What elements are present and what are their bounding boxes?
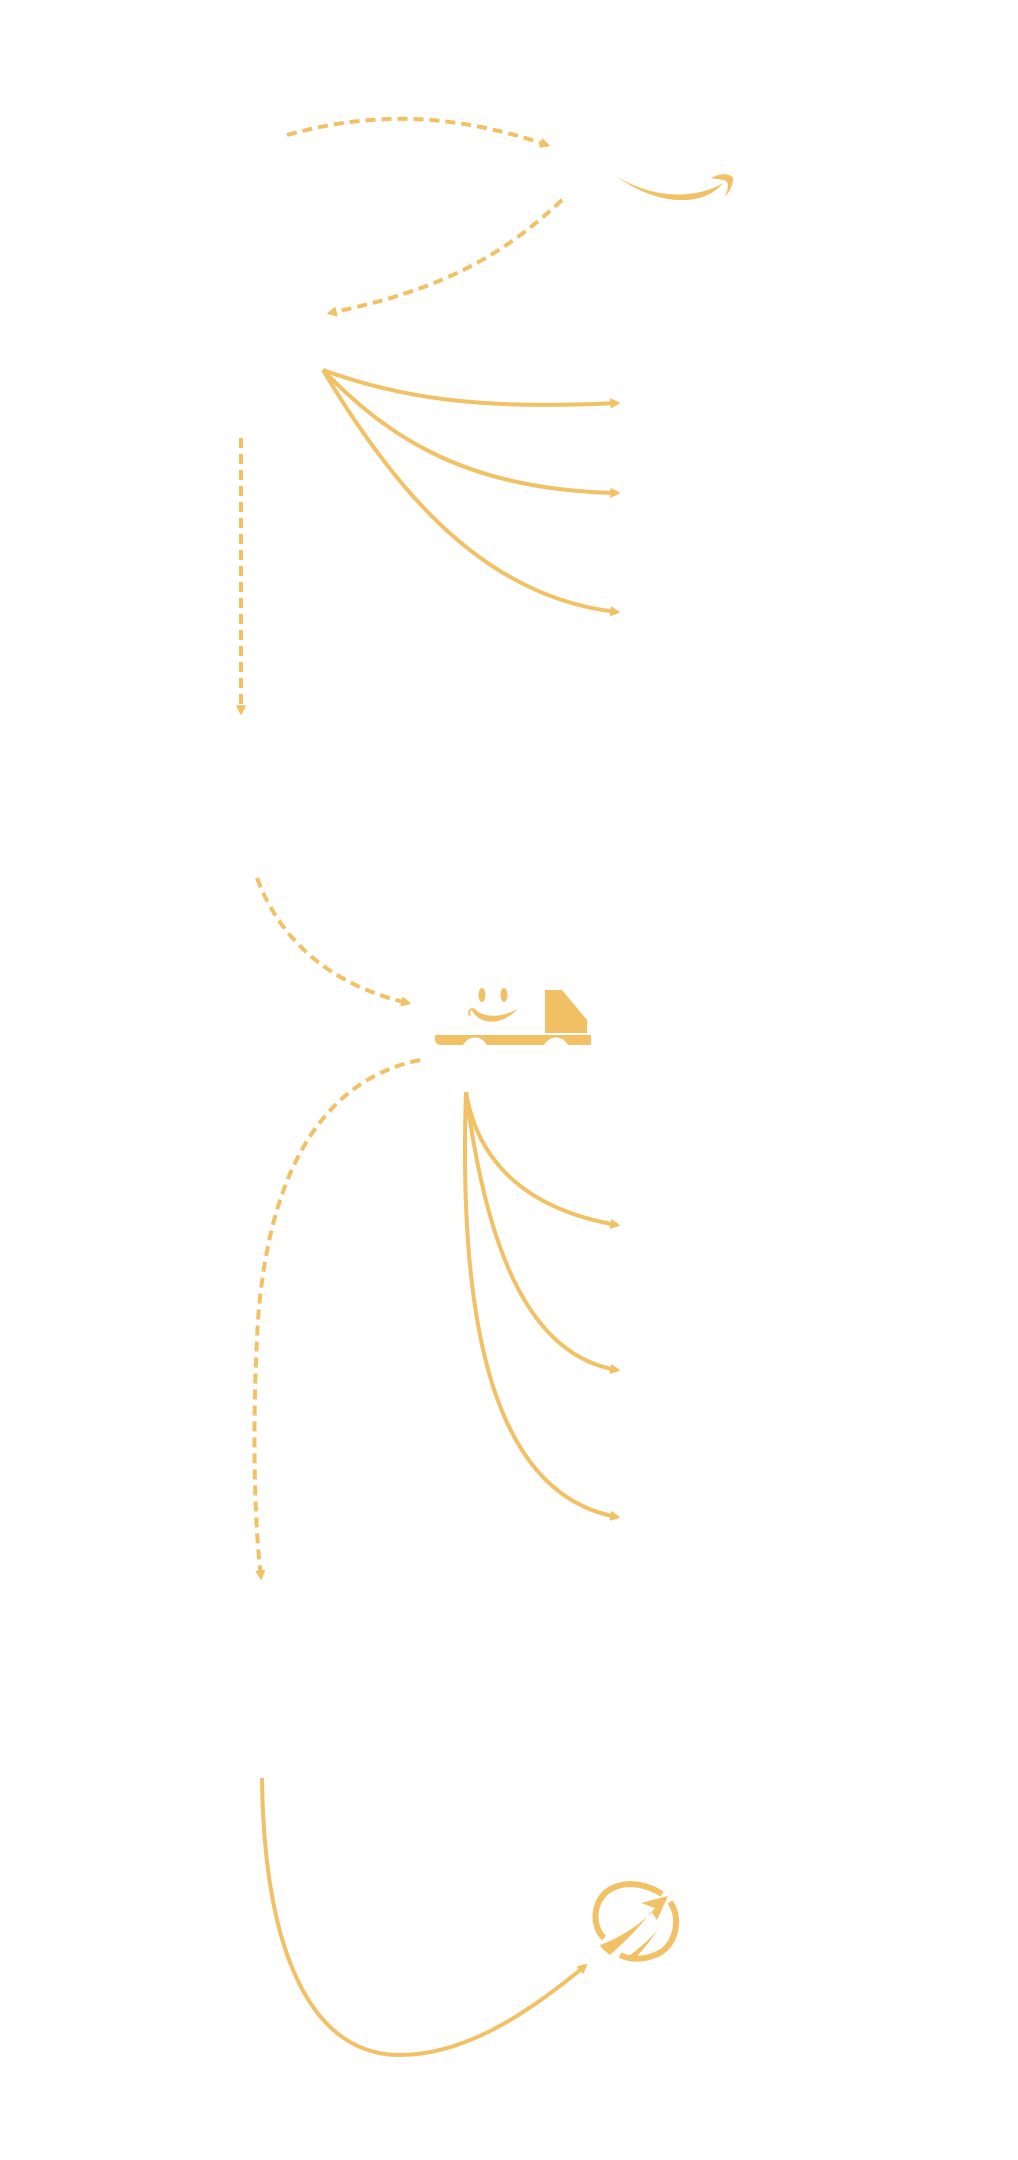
flow-arrow-to-emblem <box>260 1777 588 2058</box>
truck-branch-arrow-1 <box>464 1091 620 1229</box>
branch-arrow-1 <box>322 368 620 409</box>
amazon-smile-logo-icon <box>616 174 733 201</box>
branch-arrow-2 <box>321 368 620 498</box>
circular-arrow-emblem-icon <box>592 1881 680 1962</box>
flow-arrow-from-truck <box>252 1058 421 1580</box>
truck-branch-arrow-2 <box>464 1091 620 1374</box>
flow-arrow-to-amazon <box>286 116 550 148</box>
flow-arrow-to-truck <box>255 877 411 1007</box>
truck-branch-arrow-3 <box>462 1091 620 1521</box>
branch-arrow-3 <box>321 368 620 617</box>
smiling-delivery-truck-icon <box>434 988 591 1045</box>
flow-arrow-from-amazon <box>327 198 564 317</box>
